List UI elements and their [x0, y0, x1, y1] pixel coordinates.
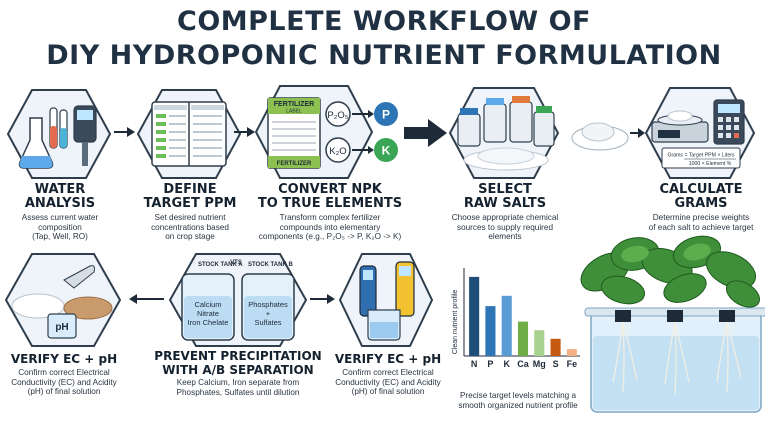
page-title-line2: DIY HYDROPONIC NUTRIENT FORMULATION [46, 40, 722, 71]
formula-line2: 1000 × Element % [689, 161, 732, 167]
chart-tick-label-p: P [487, 359, 493, 369]
step-verify-ec-right-label: VERIFY EC + pH [334, 352, 442, 366]
tank-b-content-2: + [266, 309, 271, 318]
chart-y-axis-label: Clean nutrient profile [452, 290, 459, 355]
fertilizer-card-title: FERTILIZER [274, 101, 314, 108]
tank-a-content-1: Calcium [194, 300, 221, 309]
chart-tick-label-n: N [471, 359, 478, 369]
tank-a-content-2: Nitrate [197, 309, 219, 318]
chart-bar-k [501, 295, 512, 356]
convert-npk-icon: FERTILIZER LABEL FERTILIZER P₂O₅ K₂O P K [254, 84, 404, 182]
tank-a-title: STOCK TANK A [198, 262, 243, 268]
tank-b-content-1: Phosphates [248, 300, 288, 309]
ph-cup-label: pH [55, 322, 68, 333]
tank-b-title: STOCK TANK B [248, 262, 293, 268]
hydroponic-plant-illustration [575, 232, 768, 427]
chart-bar-s [550, 338, 561, 356]
powder-pile-icon [568, 108, 632, 154]
ec-ph-meters-icon [338, 252, 434, 348]
arrow-right-icon [630, 128, 645, 138]
arrow-right-icon [114, 127, 135, 137]
compound-k2o: K₂O [329, 146, 346, 157]
element-k: K [382, 144, 391, 158]
fertilizer-card-footer: FERTILIZER [277, 161, 312, 167]
formula-line1: Grams = Target PPM × Liters [667, 153, 734, 159]
chart-bar-ca [517, 321, 529, 356]
chart-tick-label-ca: Ca [517, 359, 529, 369]
chart-tick-label-fe: Fe [567, 359, 578, 369]
arrow-right-icon [310, 294, 335, 304]
element-p: P [382, 108, 390, 122]
compound-p2o5: P₂O₅ [327, 110, 348, 121]
chart-bar-fe [566, 349, 577, 356]
step-verify-ec-left-label: VERIFY EC + pH [10, 352, 118, 366]
scale-calculator-icon: Grams = Target PPM × Liters 1000 × Eleme… [644, 86, 756, 180]
chart-tick-label-s: S [553, 359, 559, 369]
stock-tanks-icon: STOCK TANK A VTS STOCK TANK B Calcium Ni… [168, 252, 308, 348]
tanks-vs-label: VTS [230, 260, 242, 266]
tank-a-content-3: Iron Chelate [188, 318, 229, 327]
chart-tick-label-mg: Mg [533, 359, 546, 369]
raw-salts-icon [448, 86, 560, 180]
arrow-left-icon [129, 294, 164, 304]
water-analysis-icon [6, 88, 112, 180]
big-arrow-right-icon [404, 119, 447, 147]
chart-bar-p [485, 306, 496, 356]
chart-tick-label-k: K [503, 359, 510, 369]
tank-b-content-3: Sulfates [254, 318, 281, 327]
fertilizer-card-sub: LABEL [286, 109, 302, 115]
salts-ph-icon: pH [4, 252, 122, 348]
chart-bar-n [469, 276, 480, 356]
page-title-line1: COMPLETE WORKFLOW OF [177, 6, 591, 37]
target-table-icon [136, 88, 242, 180]
chart-bar-mg [534, 330, 545, 356]
arrow-right-icon [234, 127, 255, 137]
